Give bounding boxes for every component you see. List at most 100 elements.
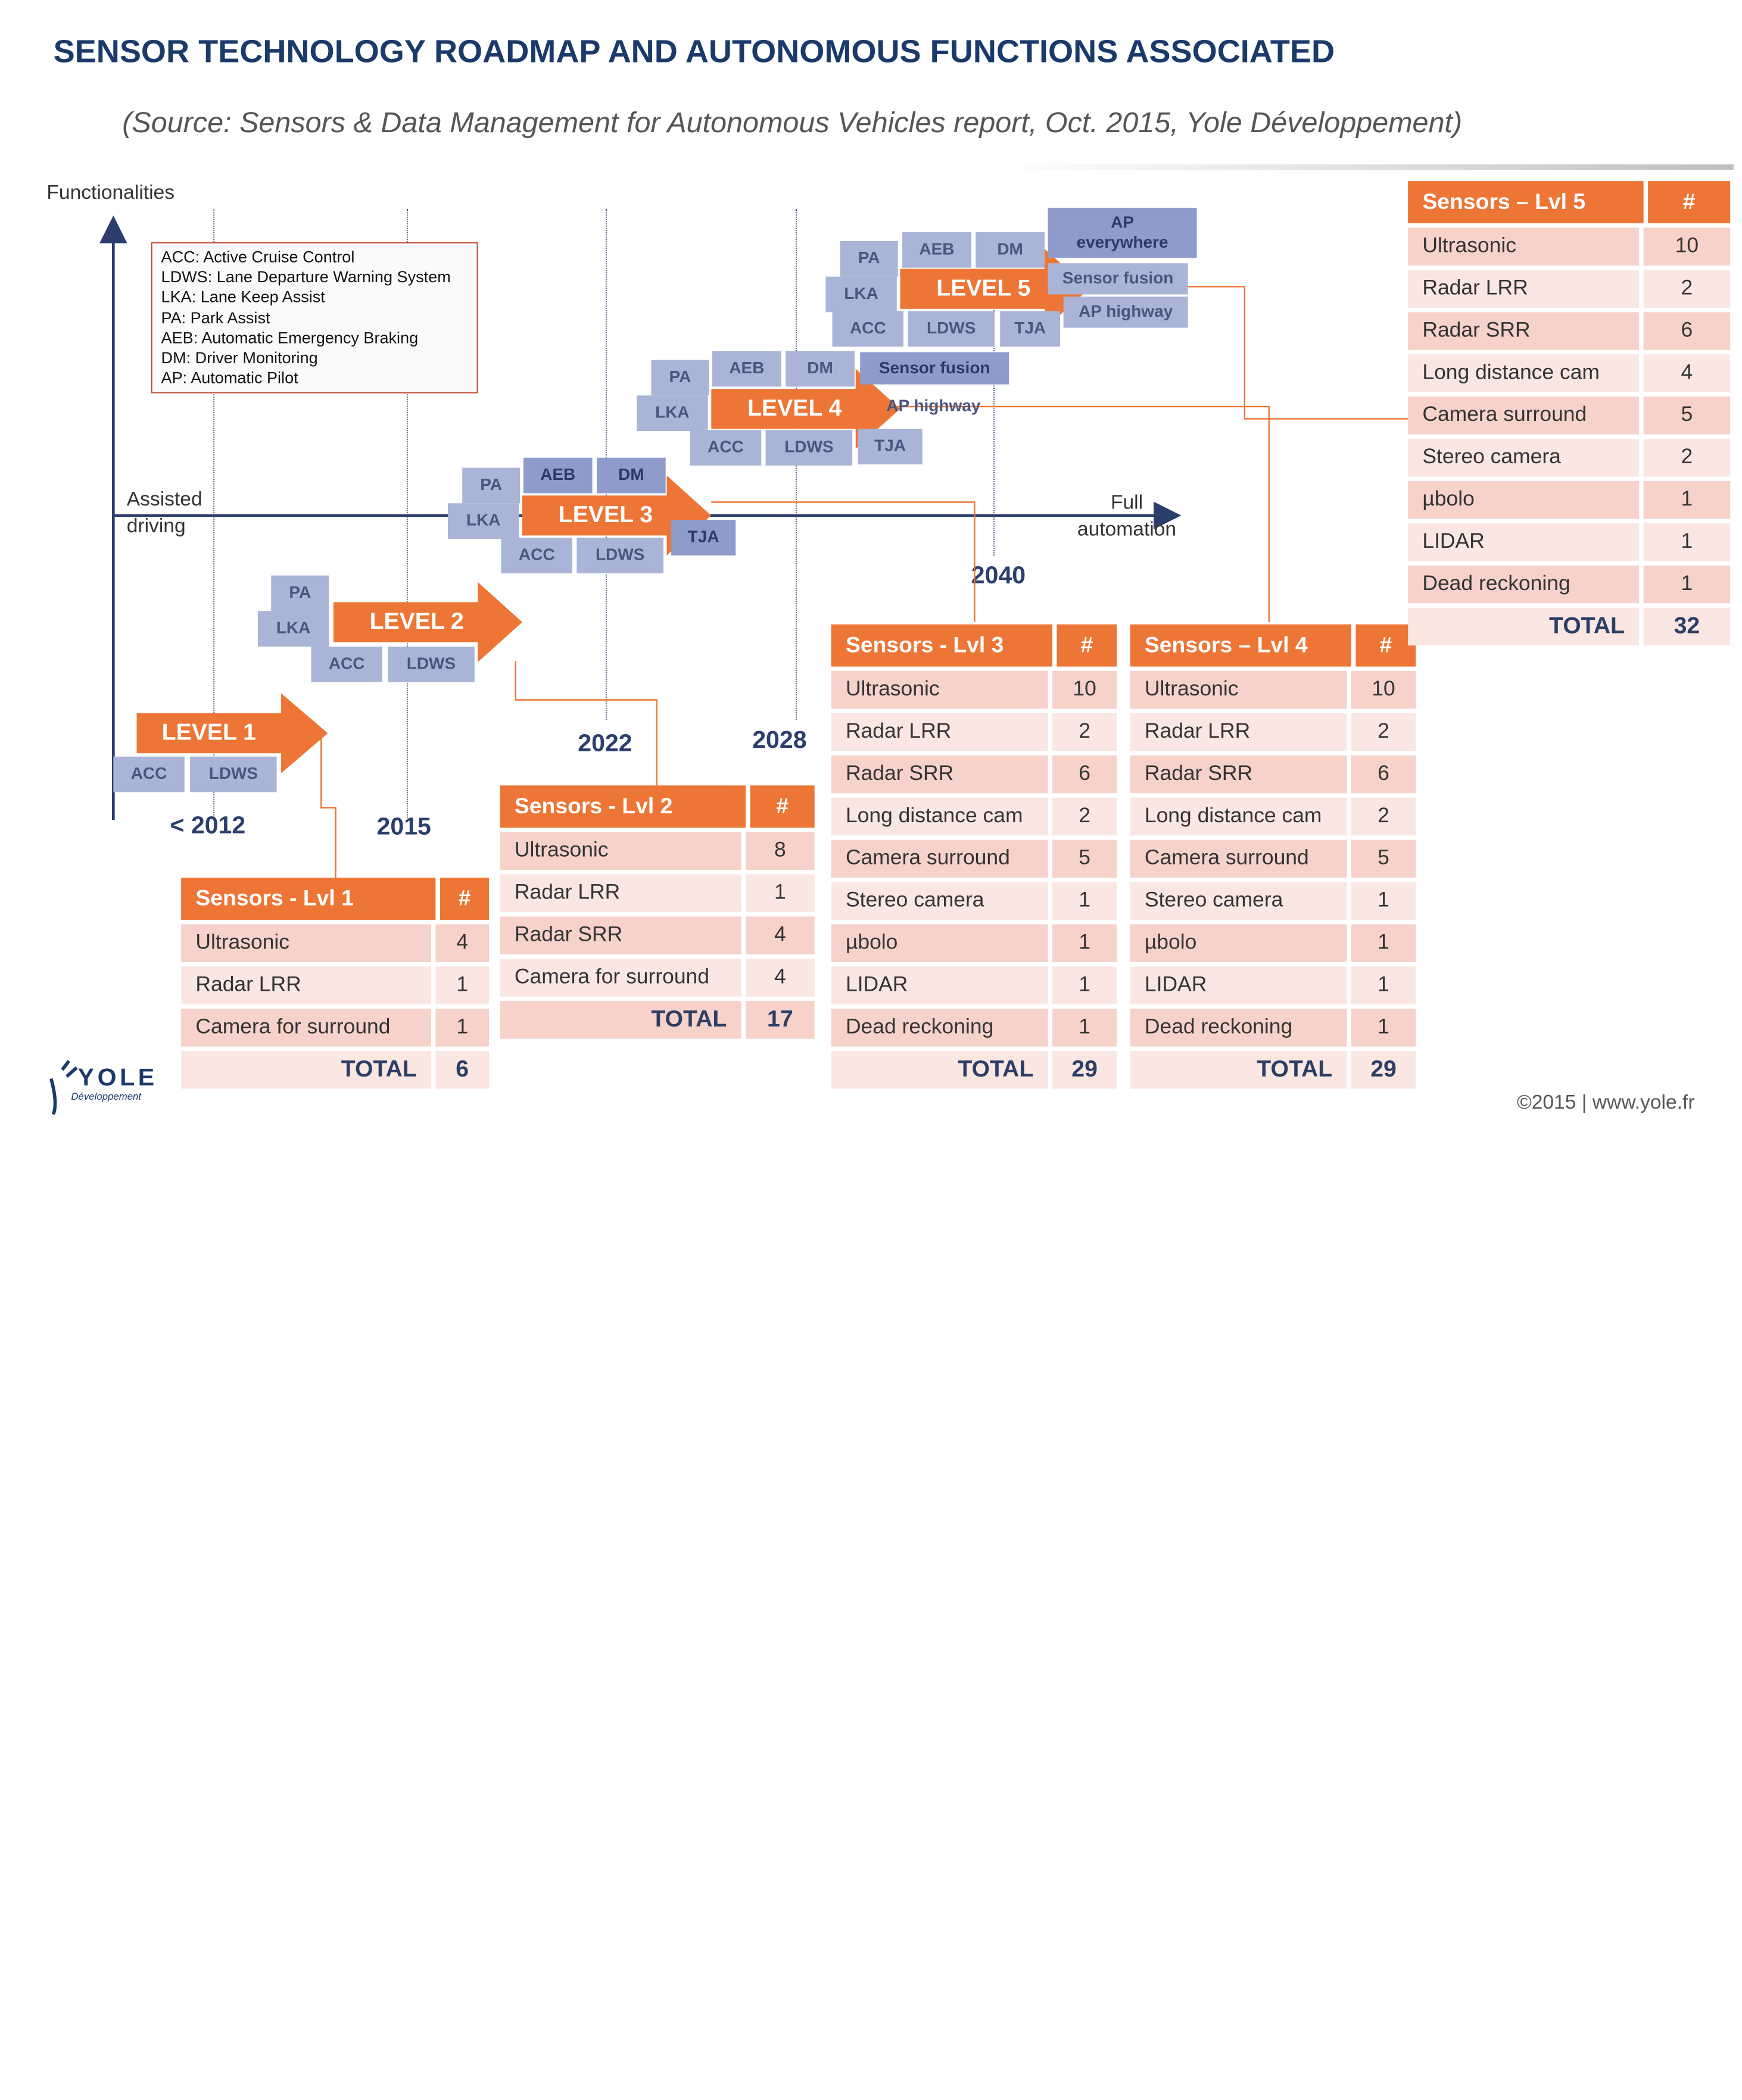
level-2-label-box: LEVEL 2: [334, 602, 500, 642]
function-aeb: AEB: [712, 351, 781, 387]
function-lka: LKA: [825, 276, 897, 313]
level-4-arrow: [711, 369, 900, 449]
axis-right-label-line2: automation: [1077, 517, 1177, 540]
year-label: 2015: [376, 812, 431, 840]
page-subtitle: (Source: Sensors & Data Management for A…: [122, 105, 1463, 139]
table-count-header: #: [1643, 181, 1731, 224]
level-4-label: LEVEL 4: [747, 395, 842, 422]
function-ap-highway: AP highway: [886, 397, 981, 416]
function-acc: ACC: [690, 430, 762, 466]
table-count-header: #: [435, 878, 489, 920]
axis-right-label-line1: Full: [1110, 491, 1143, 514]
level-4-label-box: LEVEL 4: [711, 389, 878, 429]
function-pa: PA: [840, 241, 898, 277]
axis-left-label-line2: driving: [126, 514, 186, 537]
y-axis-label: Functionalities: [46, 181, 175, 204]
connector-level-3: [711, 501, 976, 622]
copyright-footer: ©2015 | www.yole.fr: [1516, 1091, 1695, 1113]
year-label: 2040: [971, 561, 1026, 589]
level-1-label-box: LEVEL 1: [137, 713, 282, 753]
gridline-2040: [993, 277, 995, 556]
function-ap-everywhere: AP everywhere: [1048, 207, 1197, 258]
legend-item: ACC: Active Cruise Control: [161, 248, 355, 267]
legend-item: DM: Driver Monitoring: [161, 350, 318, 368]
legend-item: LDWS: Lane Departure Warning System: [161, 269, 451, 287]
function-dm: DM: [786, 351, 855, 387]
function-aeb: AEB: [902, 232, 971, 268]
level-2-arrow: [333, 582, 522, 663]
function-acc: ACC: [113, 756, 185, 792]
legend-item: AEB: Automatic Emergency Braking: [161, 329, 419, 348]
table-header: Sensors – Lvl 5: [1408, 181, 1644, 224]
yole-logo: YOLE Développement: [46, 1059, 169, 1116]
function-sensor-fusion: Sensor fusion: [860, 352, 1009, 385]
function-tja: TJA: [671, 520, 736, 556]
gridline-2015: [406, 208, 408, 818]
divider-line: [1000, 164, 1734, 170]
legend-item: PA: Park Assist: [161, 309, 270, 327]
axis-left-label-line1: Assisted: [126, 488, 202, 510]
table-header: Sensors – Lvl 4: [1130, 624, 1351, 667]
connector-level-4: [895, 405, 1270, 622]
table-count-header: #: [1052, 624, 1117, 667]
function-pa: PA: [271, 575, 329, 611]
level-3-arrow: [522, 475, 712, 556]
function-ap-everywhere-line2: everywhere: [1076, 232, 1168, 252]
function-lka: LKA: [257, 611, 329, 647]
function-ldws: LDWS: [388, 646, 475, 682]
page-title: SENSOR TECHNOLOGY ROADMAP AND AUTONOMOUS…: [53, 34, 1335, 70]
level-1-arrow: [136, 693, 328, 773]
function-acc: ACC: [832, 311, 903, 347]
level-2-label: LEVEL 2: [369, 609, 464, 635]
function-acc: ACC: [311, 646, 382, 682]
function-pa: PA: [462, 467, 521, 504]
function-ldws: LDWS: [576, 538, 663, 573]
function-dm: DM: [976, 232, 1045, 268]
function-dm: DM: [596, 457, 666, 494]
level-5-label: LEVEL 5: [936, 275, 1031, 301]
table-count-header: #: [1351, 624, 1416, 667]
level-5-label-box: LEVEL 5: [900, 269, 1067, 309]
abbreviation-legend: ACC: Active Cruise Control LDWS: Lane De…: [151, 242, 478, 394]
function-ap-everywhere-line1: AP: [1111, 213, 1135, 232]
table-header: Sensors - Lvl 1: [181, 878, 436, 920]
function-tja: TJA: [1000, 311, 1061, 347]
table-count-header: #: [746, 785, 815, 828]
axis-left-label: Assisted driving: [127, 485, 202, 539]
logo-name: YOLE: [77, 1063, 158, 1091]
table-header: Sensors - Lvl 3: [831, 624, 1053, 667]
function-tja: TJA: [858, 429, 923, 464]
function-pa: PA: [651, 360, 709, 396]
level-3-label-box: LEVEL 3: [522, 495, 689, 535]
year-label: 2028: [752, 725, 807, 754]
